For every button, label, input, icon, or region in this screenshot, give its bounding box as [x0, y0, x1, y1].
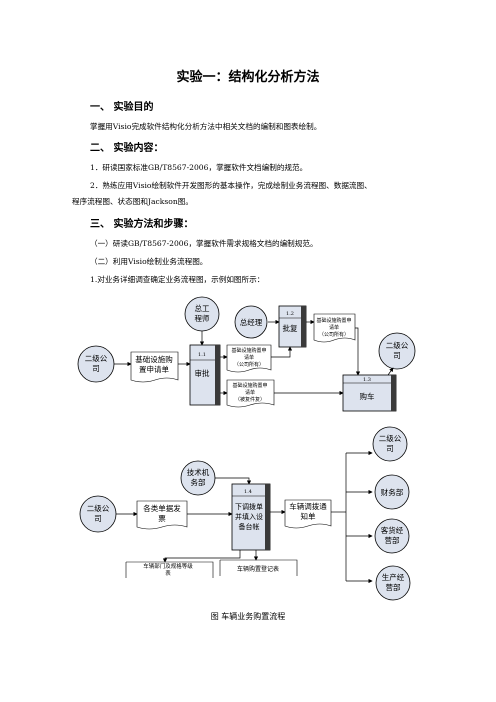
section-heading-content: 二、 实验内容： — [90, 143, 164, 154]
document-text: 基础设施购置申 — [316, 317, 351, 324]
paragraph: 2．熟练应用Visio绘制软件开发图形的基本操作，完成绘制业务流程图、数据流图、 — [90, 181, 372, 190]
file-text: 车辆部门及规格等级 — [143, 562, 193, 570]
department-label: 司 — [386, 444, 394, 453]
paragraph: （一）研读GB/T8567-2006，掌握软件需求规格文档的编制规范。 — [90, 239, 318, 248]
department-label: 客货经 — [381, 525, 404, 535]
document-text: （公司所有） — [319, 331, 349, 338]
process-id: 1.1 — [198, 352, 206, 358]
general-manager-label: 总经理 — [240, 317, 263, 327]
paragraph: （二）利用Visio绘制业务流程图。 — [90, 257, 208, 266]
page-title: 实验一：结构化分析方法 — [176, 70, 320, 85]
department-label: 二级公 — [379, 433, 402, 443]
paragraph: 掌握用Visio完成软件结构化分析方法中相关文档的编制和图表绘制。 — [90, 122, 322, 131]
department-label: 技术机 — [187, 467, 210, 477]
process-name: 备台帐 — [239, 522, 260, 531]
process-id: 1.3 — [363, 377, 371, 383]
process-id: 1.4 — [244, 489, 252, 495]
department-right-circle: 二级公 司 — [378, 332, 416, 370]
process-name: 并填入设 — [235, 512, 263, 521]
department-label: 司 — [94, 514, 102, 523]
process-name: 批复 — [283, 323, 298, 333]
document-purchase-request-b: 基础设施购置申 请单 （公司所有） — [226, 344, 272, 373]
document-text: 请单 — [245, 389, 255, 396]
recipient-production-dept: 生产经 营部 — [375, 565, 411, 601]
tech-dept-circle: 技术机 务部 — [180, 460, 216, 496]
figure-caption: 图 车辆业务购置流程 — [210, 612, 286, 621]
document-text: 请单 — [244, 354, 254, 361]
department-label: 财务部 — [381, 487, 404, 497]
chief-engineer-circle: 总工 程师 — [184, 296, 220, 332]
department-left-circle: 二级公 司 — [77, 345, 115, 383]
file-text: 车辆购置登记表 — [237, 565, 279, 573]
file-vehicle-register: 车辆购置登记表 — [219, 559, 298, 576]
document-text: 各类单据发 — [143, 503, 181, 513]
process-name: 审批 — [195, 368, 210, 378]
recipient-finance-dept: 财务部 — [374, 474, 410, 510]
recipient-passenger-freight-dept: 客货经 营部 — [374, 518, 410, 554]
chief-engineer-label: 程师 — [195, 313, 210, 323]
department-label: 营部 — [386, 582, 401, 592]
recipient-second-company: 二级公 司 — [372, 426, 408, 462]
process-1-4: 1.4 下调拨单 并填入设 备台帐 — [231, 483, 271, 551]
document-purchase-request: 基础设施购 置申请单 — [130, 351, 179, 383]
department-label: 二级公 — [386, 340, 409, 350]
department-label: 务部 — [191, 477, 206, 487]
chief-engineer-label: 总工 — [195, 303, 210, 313]
document-text: （被复件复） — [235, 396, 265, 403]
general-manager-circle: 总经理 — [234, 305, 268, 339]
department-label: 司 — [92, 364, 100, 373]
document-text: 基础设施购置申 — [232, 382, 267, 389]
department-label: 司 — [393, 351, 401, 360]
document-text: 基础设施购置申 — [231, 347, 266, 354]
process-name: 下调拨单 — [235, 502, 263, 511]
section-heading-method: 三、 实验方法和步骤： — [90, 219, 194, 230]
section-heading-purpose: 一、 实验目的 — [90, 102, 154, 113]
document-text: 置申请单 — [139, 364, 169, 374]
document-purchase-request-c: 基础设施购置申 请单 （被复件复） — [226, 379, 275, 408]
document-text: 票 — [158, 514, 166, 523]
department-label: 二级公 — [87, 503, 110, 513]
department-label: 生产经 — [382, 572, 405, 582]
process-name: 购车 — [360, 391, 375, 401]
file-vehicle-dept-spec: 车辆部门及规格等级 表 — [125, 561, 214, 578]
document-transfer-notice: 车辆调拨通 知单 — [284, 499, 332, 529]
process-1-1: 1.1 审批 — [189, 344, 221, 406]
paragraph: 程序流程图、状态图和Jackson图。 — [72, 197, 193, 206]
document-invoices: 各类单据发 票 — [136, 500, 188, 530]
department-label: 二级公 — [85, 353, 108, 363]
process-1-2: 1.2 批复 — [278, 305, 307, 348]
department-label: 营部 — [385, 535, 400, 545]
department-left-bottom-circle: 二级公 司 — [79, 495, 117, 533]
document-text: 车辆调拨通 — [289, 501, 327, 511]
paragraph: 1.对业务详细调查确定业务流程图，示例如图所示： — [90, 275, 265, 284]
paragraph: 1．研读国家标准GB/T8567-2006，掌握软件文档编制的规范。 — [90, 163, 308, 172]
document-text: 基础设施购 — [135, 354, 173, 364]
document-purchase-request-a: 基础设施购置申 请单 （公司所有） — [313, 313, 356, 343]
file-text: 表 — [165, 569, 171, 577]
document-text: 请单 — [329, 324, 339, 331]
process-id: 1.2 — [286, 311, 294, 317]
document-text: （公司所有） — [234, 361, 264, 368]
document-text: 知单 — [301, 511, 316, 521]
process-1-3: 1.3 购车 — [342, 374, 397, 412]
